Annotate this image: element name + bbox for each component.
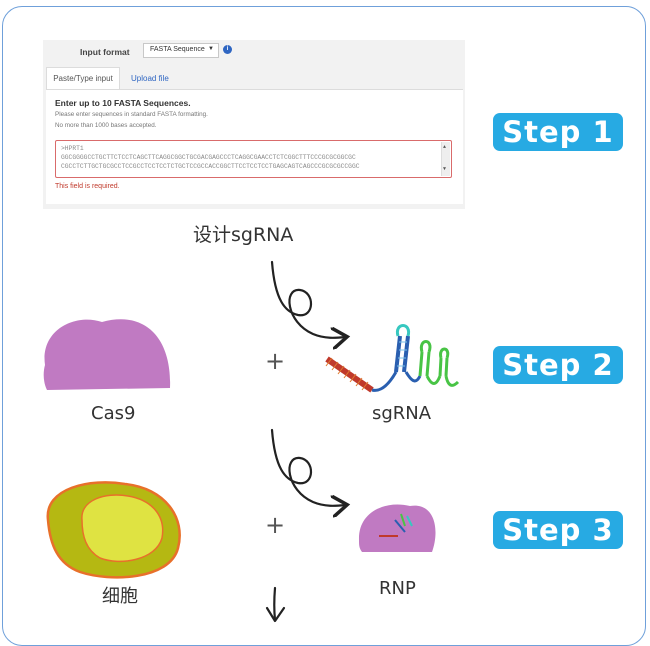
sequence-line: >HPRT1 — [61, 145, 84, 152]
sequence-textarea[interactable]: >HPRT1 GGCGGGGCCTGCTTCTCCTCAGCTTCAGGCGGC… — [55, 140, 452, 178]
form-heading: Enter up to 10 FASTA Sequences. — [55, 98, 191, 108]
cell-shape — [46, 481, 181, 579]
down-arrow — [265, 586, 286, 623]
rnp-complex-icon — [358, 504, 436, 552]
tab-paste-type-input[interactable]: Paste/Type input — [46, 67, 120, 89]
input-pane: Enter up to 10 FASTA Sequences. Please e… — [46, 89, 463, 204]
error-message: This field is required. — [55, 183, 120, 190]
sgrna-input-form: Input format FASTA Sequence ▼ i Paste/Ty… — [43, 40, 465, 209]
design-sgrna-label: 设计sgRNA — [193, 224, 294, 246]
scroll-down-icon[interactable]: ▼ — [443, 166, 447, 172]
form-hint-format: Please enter sequences in standard FASTA… — [55, 111, 208, 118]
input-format-value: FASTA Sequence — [150, 46, 205, 53]
step-3-badge: Step 3 — [493, 511, 623, 549]
plus-sign: + — [265, 511, 286, 539]
sgrna-label: sgRNA — [372, 403, 432, 424]
input-format-label: Input format — [80, 47, 130, 57]
step-1-badge: Step 1 — [493, 113, 623, 151]
caret-down-icon: ▼ — [208, 46, 214, 52]
sequence-line: CGCCTCTTGCTGCGCCTCCGCCTCCTCCTCTGCTCCGCCA… — [61, 163, 360, 170]
rnp-label: RNP — [379, 578, 416, 599]
cas9-protein-shape — [43, 319, 171, 390]
tab-upload-file[interactable]: Upload file — [131, 74, 169, 83]
curly-arrow-2 — [270, 428, 345, 506]
step-2-badge: Step 2 — [493, 346, 623, 384]
info-icon[interactable]: i — [223, 45, 232, 54]
plus-sign: + — [265, 347, 286, 375]
curly-arrow-1 — [270, 260, 345, 338]
cas9-label: Cas9 — [91, 403, 136, 424]
form-hint-limit: No more than 1000 bases accepted. — [55, 122, 157, 129]
sgrna-structure-icon — [325, 324, 460, 393]
scroll-up-icon[interactable]: ▲ — [443, 144, 447, 150]
workflow-diagram — [43, 260, 460, 623]
textarea-scrollbar[interactable]: ▲ ▼ — [441, 142, 450, 176]
input-format-select[interactable]: FASTA Sequence ▼ — [143, 43, 219, 58]
sequence-line: GGCGGGGCCTGCTTCTCCTCAGCTTCAGGCGGCTGCGACG… — [61, 154, 356, 161]
cell-label: 细胞 — [102, 586, 138, 607]
